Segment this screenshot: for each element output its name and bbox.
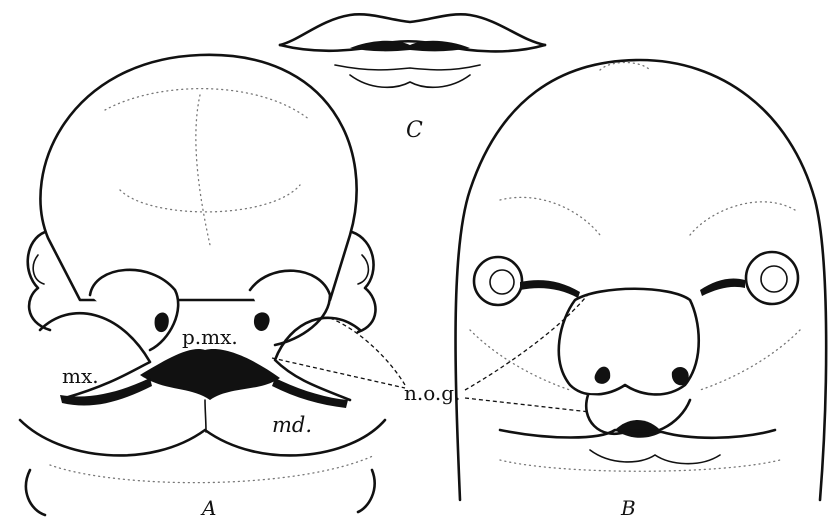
panel-a-drawing	[20, 55, 385, 515]
label-mandible: md.	[272, 413, 312, 437]
label-panel-b: B	[620, 496, 636, 520]
label-maxilla: mx.	[62, 364, 99, 388]
label-panel-c: C	[406, 118, 423, 143]
label-panel-a: A	[200, 496, 216, 520]
label-premaxilla: p.mx.	[182, 325, 238, 349]
panel-c-drawing	[280, 14, 545, 87]
label-nasal-groove: n.o.g.	[404, 381, 460, 405]
panel-b-drawing	[456, 60, 827, 500]
